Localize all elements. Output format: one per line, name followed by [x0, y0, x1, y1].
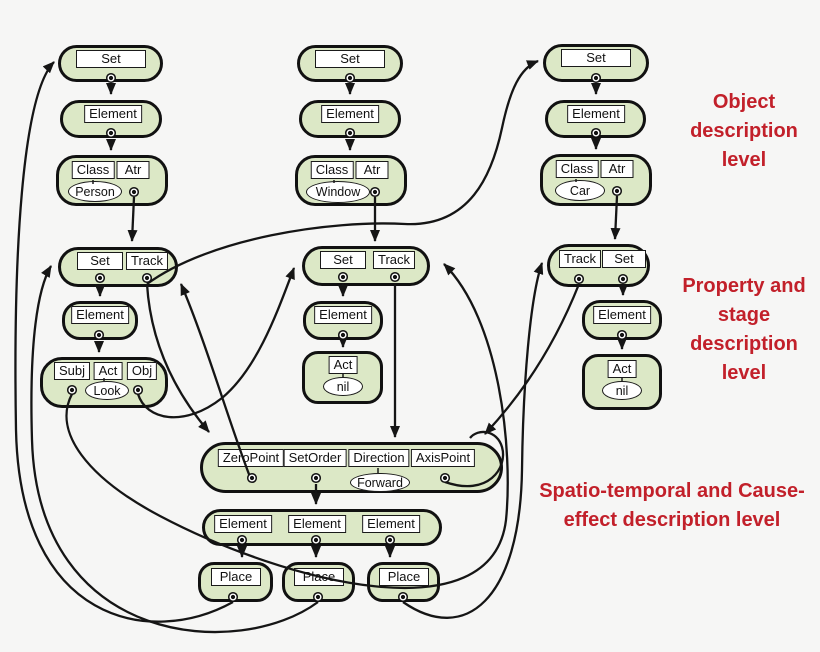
nil-value: nil [323, 377, 363, 396]
node-prop-right-trackset: Track Set [547, 244, 650, 287]
node-spatio-place-1: Place [198, 562, 273, 602]
edge-ltrack-points [145, 283, 210, 433]
annotation-property-level: Property and stage description level [654, 272, 820, 388]
act-label: Act [328, 356, 358, 374]
set-label: Set [76, 50, 146, 68]
subj-label: Subj [53, 362, 91, 380]
obj-label: Obj [126, 362, 158, 380]
class-label: Class [71, 161, 115, 179]
node-prop-left-subjactobj: Subj Act Obj Look [40, 357, 168, 408]
element-label: Element [214, 515, 272, 533]
annotation-line: Object [712, 91, 776, 113]
track-label: Track [125, 252, 169, 270]
element-label: Element [84, 105, 142, 123]
axispoint-label: AxisPoint [410, 449, 476, 467]
annotation-object-level: Object description level [654, 88, 820, 175]
act-label: Act [607, 360, 637, 378]
edge-rtrack-points [484, 283, 581, 435]
class-label: Class [555, 160, 599, 178]
annotation-line: level [721, 362, 767, 384]
node-object-left-element: Element [60, 100, 162, 138]
set-label: Set [77, 252, 123, 270]
element-label: Element [71, 306, 129, 324]
set-label: Set [320, 251, 366, 269]
node-object-left-classatr: Class Atr Person [56, 155, 168, 206]
window-value: Window [306, 181, 370, 203]
element-label: Element [593, 306, 651, 324]
direction-label: Direction [348, 449, 410, 467]
annotation-line: Spatio-temporal and Cause- [539, 480, 805, 502]
edge-place1-lset [14, 61, 234, 623]
place-label: Place [211, 568, 261, 586]
element-label: Element [362, 515, 420, 533]
node-object-right-set: Set [543, 44, 649, 82]
node-object-right-classatr: Class Atr Car [540, 154, 652, 206]
setorder-label: SetOrder [283, 449, 347, 467]
set-label: Set [561, 49, 631, 67]
car-value: Car [555, 180, 605, 201]
node-prop-mid-actnil: Act nil [302, 351, 383, 404]
element-label: Element [288, 515, 346, 533]
node-prop-mid-element: Element [303, 301, 383, 340]
atr-label: Atr [600, 160, 634, 178]
node-object-mid-element: Element [299, 100, 401, 138]
nil-value: nil [602, 381, 642, 400]
person-value: Person [68, 181, 122, 202]
node-object-left-set: Set [58, 45, 163, 82]
track-label: Track [372, 251, 416, 269]
annotation-spatio-level: Spatio-temporal and Cause- effect descri… [517, 477, 820, 535]
annotation-line: Property and [682, 275, 806, 297]
track-label: Track [558, 250, 602, 268]
atr-label: Atr [355, 161, 389, 179]
annotation-line: level [721, 149, 767, 171]
element-label: Element [567, 105, 625, 123]
act-label: Act [93, 362, 123, 380]
node-object-mid-set: Set [297, 45, 403, 82]
set-label: Set [602, 250, 646, 268]
place-label: Place [379, 568, 429, 586]
annotation-line: stage [717, 304, 771, 326]
class-label: Class [310, 161, 354, 179]
node-prop-left-element: Element [62, 301, 138, 340]
node-spatio-points: ZeroPoint SetOrder Direction AxisPoint F… [200, 442, 503, 493]
look-value: Look [85, 381, 129, 400]
annotation-line: description [690, 120, 798, 142]
node-spatio-place-3: Place [367, 562, 440, 602]
element-label: Element [314, 306, 372, 324]
zeropoint-label: ZeroPoint [217, 449, 285, 467]
node-prop-left-settrack: Set Track [58, 247, 178, 287]
annotation-line: effect description level [563, 509, 781, 531]
node-object-right-element: Element [545, 100, 646, 138]
node-prop-mid-settrack: Set Track [302, 246, 430, 286]
set-label: Set [315, 50, 385, 68]
element-label: Element [321, 105, 379, 123]
place-label: Place [294, 568, 344, 586]
node-spatio-elements: Element Element Element [202, 509, 442, 546]
node-object-mid-classatr: Class Atr Window [295, 155, 407, 206]
annotation-line: description [690, 333, 798, 355]
forward-value: Forward [350, 473, 410, 492]
node-prop-right-actnil: Act nil [582, 354, 662, 410]
atr-label: Atr [116, 161, 150, 179]
node-spatio-place-2: Place [282, 562, 355, 602]
node-prop-right-element: Element [582, 300, 662, 340]
